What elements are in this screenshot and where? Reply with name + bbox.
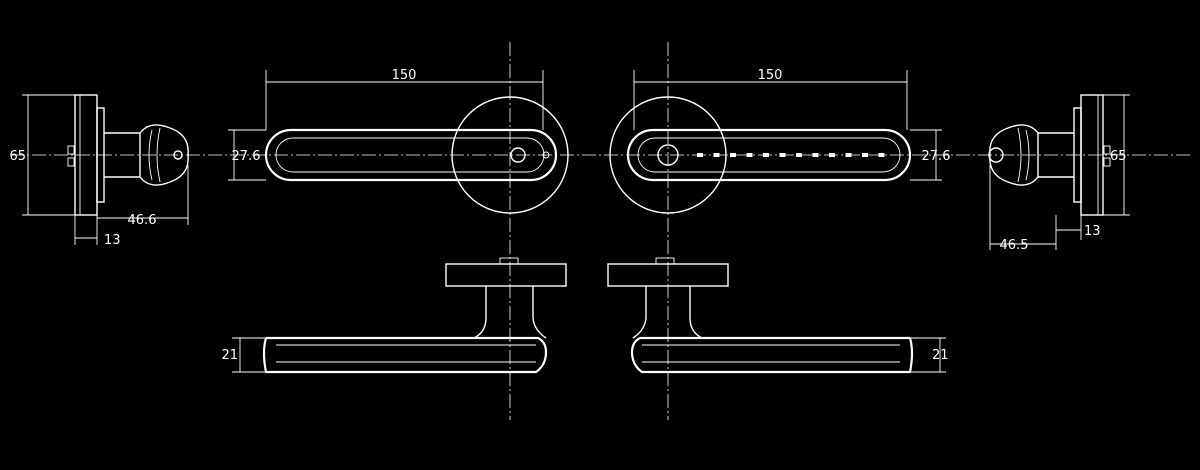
right-side-dimensions: 65 46.5 13 bbox=[989, 94, 1130, 253]
keypad-dot bbox=[878, 153, 885, 157]
keypad-dot bbox=[697, 153, 703, 157]
right-side-view bbox=[988, 94, 1111, 216]
dim-left-lever-height: 21 bbox=[221, 348, 238, 363]
keypad-dot bbox=[812, 153, 819, 157]
dim-left-width: 150 bbox=[392, 68, 417, 83]
right-front-view bbox=[609, 96, 912, 214]
dim-right-side-height: 65 bbox=[1110, 149, 1127, 164]
keypad-dot bbox=[845, 153, 852, 157]
right-top-dimensions: 21 bbox=[910, 337, 949, 373]
dim-right-lever-height: 21 bbox=[932, 348, 949, 363]
left-top-view bbox=[262, 257, 567, 374]
dim-left-side-depth: 46.6 bbox=[128, 213, 157, 228]
dim-left-side-thickness: 13 bbox=[104, 233, 121, 248]
keypad-dot bbox=[796, 153, 802, 157]
left-side-dimensions: 65 46.6 13 bbox=[9, 94, 189, 248]
dim-right-side-depth: 46.5 bbox=[1000, 238, 1029, 253]
keypad-dot bbox=[829, 153, 835, 157]
keypad-dot bbox=[862, 153, 868, 157]
keypad-dots bbox=[697, 153, 885, 157]
dim-left-height: 27.6 bbox=[232, 149, 261, 164]
keypad-dot bbox=[779, 153, 786, 157]
keypad-dot bbox=[746, 153, 753, 157]
center-lines bbox=[10, 42, 1190, 420]
dim-right-height: 27.6 bbox=[922, 149, 951, 164]
right-front-dimensions: 150 27.6 bbox=[633, 68, 951, 181]
left-front-view bbox=[264, 96, 569, 214]
dim-right-side-thickness: 13 bbox=[1084, 224, 1101, 239]
dim-right-width: 150 bbox=[758, 68, 783, 83]
left-side-view bbox=[67, 94, 189, 216]
keypad-dot bbox=[713, 153, 720, 157]
right-top-view bbox=[607, 257, 914, 374]
keypad-dot bbox=[730, 153, 736, 157]
left-top-dimensions: 21 bbox=[221, 337, 266, 373]
dim-left-side-height: 65 bbox=[9, 149, 26, 164]
keypad-dot bbox=[763, 153, 769, 157]
left-front-dimensions: 150 27.6 bbox=[228, 68, 544, 181]
